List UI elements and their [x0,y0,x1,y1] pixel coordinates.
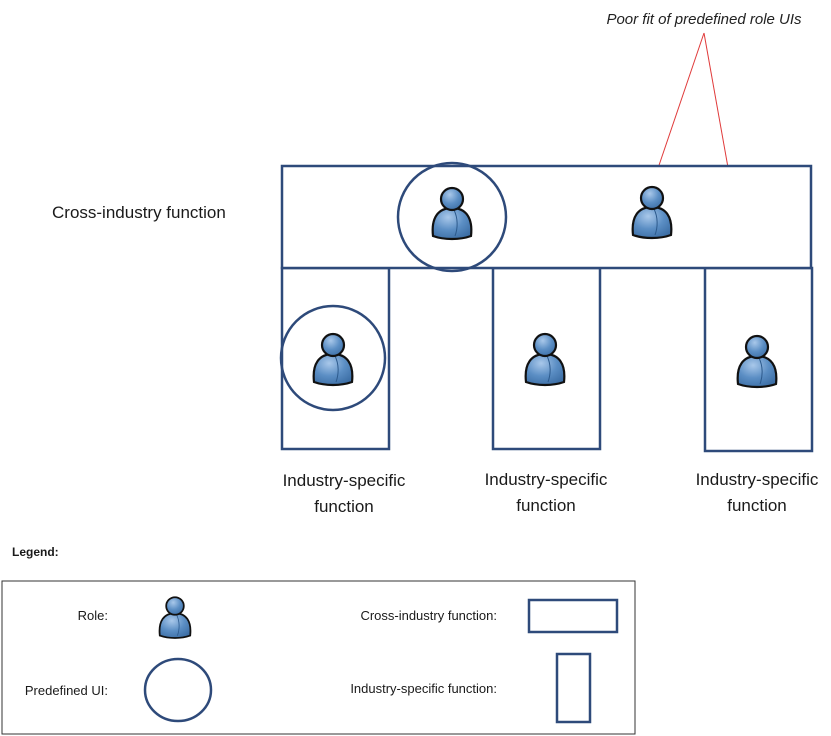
predefined-ui-circle-cross [396,161,508,273]
cross-industry-label: Cross-industry function [52,203,226,222]
industry-label-3-line1: Industry-specific [696,470,819,489]
industry-label-2-line1: Industry-specific [485,470,608,489]
annotation-text: Poor fit of predefined role UIs [606,11,802,28]
legend-industry-specific-rect [555,652,592,724]
legend-predefined-ui-circle [143,657,213,723]
predefined-ui-circle-industry [279,304,387,412]
legend-industry-specific-label: Industry-specific function: [350,681,497,696]
annotation-arrow-cross [654,32,705,180]
industry-label-1-line2: function [314,497,374,516]
legend-cross-industry-rect [527,598,619,634]
legend-role-label: Role: [78,608,108,623]
legend-predefined-ui-label: Predefined UI: [25,683,108,698]
industry-label-1-line1: Industry-specific [283,471,406,490]
cross-industry-box [280,164,813,270]
legend-title: Legend: [12,545,59,559]
legend-cross-industry-label: Cross-industry function: [360,608,497,623]
industry-label-3-line2: function [727,496,787,515]
industry-label-2-line2: function [516,496,576,515]
